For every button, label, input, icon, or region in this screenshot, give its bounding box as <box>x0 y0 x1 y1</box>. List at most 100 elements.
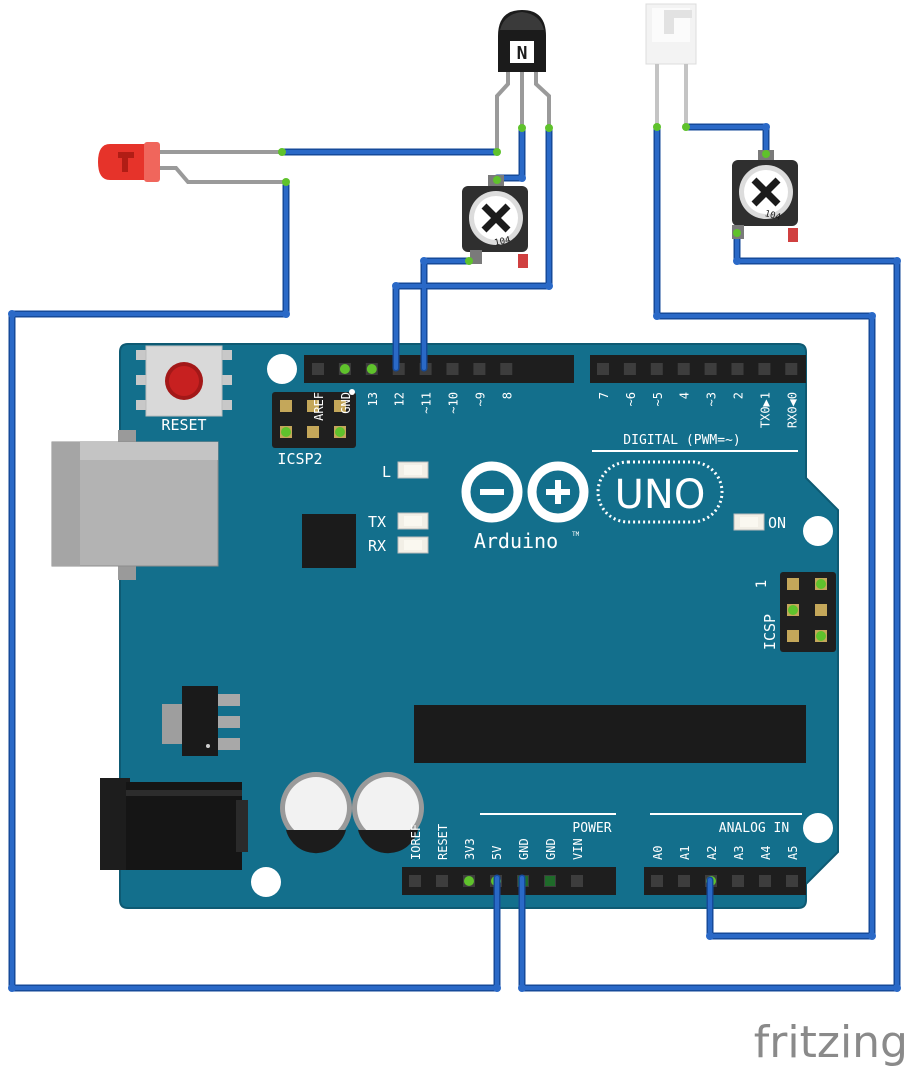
pin-label: ~9 <box>473 392 487 406</box>
trimmer-potentiometer: 104 <box>462 175 528 268</box>
pin-label: GND <box>517 838 531 860</box>
pin-ground-mark <box>545 876 555 886</box>
mounting-hole <box>803 516 833 546</box>
pin-label: ~3 <box>705 392 719 406</box>
pin-connection-dot <box>464 876 474 886</box>
header-pin <box>571 875 583 887</box>
mounting-hole <box>251 867 281 897</box>
mounting-hole <box>267 354 297 384</box>
icsp-pin1-label: 1 <box>754 580 770 588</box>
power-section-label: POWER <box>572 821 611 836</box>
header-pin <box>677 363 690 375</box>
pin-label: A3 <box>732 846 746 860</box>
pin-label: VIN <box>571 838 585 860</box>
usb-connector <box>51 430 219 580</box>
header-pin <box>597 363 609 375</box>
pin-label: GND <box>544 838 558 860</box>
red-led <box>98 142 290 186</box>
aref-marker-dot <box>349 389 355 395</box>
header-pin <box>678 875 690 887</box>
header-pin <box>759 875 771 887</box>
npn-transistor: N <box>493 10 553 156</box>
arduino-brand-text: Arduino <box>474 529 558 553</box>
pin-connection-dot <box>339 364 350 374</box>
voltage-regulator <box>162 686 240 756</box>
pin-label: 12 <box>393 392 407 406</box>
uno-logo-text: UNO <box>615 472 706 518</box>
header-pin <box>312 363 324 375</box>
header-pin <box>623 363 636 375</box>
header-pin <box>786 875 798 887</box>
header-pin <box>704 363 717 375</box>
header-pin <box>436 875 448 887</box>
header-pin <box>446 363 459 375</box>
pin-label: A1 <box>678 846 692 860</box>
header-pin <box>650 363 663 375</box>
wire-pot2-to-5v-core <box>520 231 899 990</box>
capacitor <box>280 772 352 854</box>
wire-transistor-emitter-to-gnd-core <box>394 126 551 370</box>
pot2-code: 104 <box>763 209 781 223</box>
pin-label: ~11 <box>420 392 434 414</box>
analog-header <box>644 867 806 895</box>
led-tx-indicator <box>397 512 429 530</box>
pin-label: RX0◀0 <box>785 392 799 428</box>
header-pin <box>500 363 513 375</box>
wire-photo-to-pot2 <box>682 123 770 156</box>
reset-button[interactable] <box>136 345 232 417</box>
led-l-indicator <box>397 461 429 479</box>
arduino-logo <box>461 460 724 524</box>
pin-label: TX0▶1 <box>758 392 772 428</box>
power-jack <box>100 778 248 870</box>
led-rx-indicator <box>397 536 429 554</box>
light-sensor <box>645 3 697 131</box>
arduino-uno-board: RESET ICSP 2 L TX RX <box>51 343 839 909</box>
led-rx-label: RX <box>368 537 386 555</box>
board-pcb <box>119 343 839 909</box>
digital-header-right <box>590 355 806 383</box>
header-pin <box>758 363 771 375</box>
pin-label: A5 <box>786 846 800 860</box>
header-pin <box>409 875 421 887</box>
header-pin <box>731 363 744 375</box>
digital-section-label: DIGITAL (PWM=~) <box>623 433 740 448</box>
pin-label: 3V3 <box>463 838 477 860</box>
pin-label: A4 <box>759 846 773 860</box>
pin-label: RESET <box>436 824 450 860</box>
led-on-indicator <box>733 513 765 531</box>
transistor-type-label: N <box>517 43 528 64</box>
pin-label: 13 <box>366 392 380 406</box>
pin-label: IOREF <box>409 824 423 860</box>
led-tx-label: TX <box>368 513 386 531</box>
header-pin <box>732 875 744 887</box>
pin-label: ~6 <box>624 392 638 406</box>
trademark-text: TM <box>572 531 580 538</box>
pin-connection-dot <box>366 364 377 374</box>
icsp-header <box>780 572 836 652</box>
microcontroller-chip <box>414 705 806 763</box>
power-header <box>402 867 616 895</box>
icsp-label: ICSP <box>761 614 779 650</box>
usb-interface-chip <box>302 514 356 568</box>
header-pin <box>651 875 663 887</box>
icsp2-header <box>272 392 356 448</box>
wires <box>8 123 901 992</box>
mounting-hole <box>803 813 833 843</box>
pin-label: 5V <box>490 846 504 860</box>
led-on-label: ON <box>768 514 786 532</box>
trimmer-potentiometer: 104 <box>732 150 798 242</box>
header-pin <box>473 363 486 375</box>
analog-section-label: ANALOG IN <box>719 821 789 836</box>
led-l-label: L <box>382 463 391 481</box>
wire-photo-to-pot2-core <box>684 125 768 154</box>
pin-label: ~10 <box>447 392 461 414</box>
pin-label: 2 <box>732 392 746 399</box>
pin-label: A0 <box>651 846 665 860</box>
header-pin <box>785 363 798 375</box>
wire-photo-to-a2-core <box>655 125 874 938</box>
pin-label: 4 <box>678 392 692 399</box>
pin-label: GND <box>339 392 353 414</box>
reset-label: RESET <box>161 416 206 434</box>
